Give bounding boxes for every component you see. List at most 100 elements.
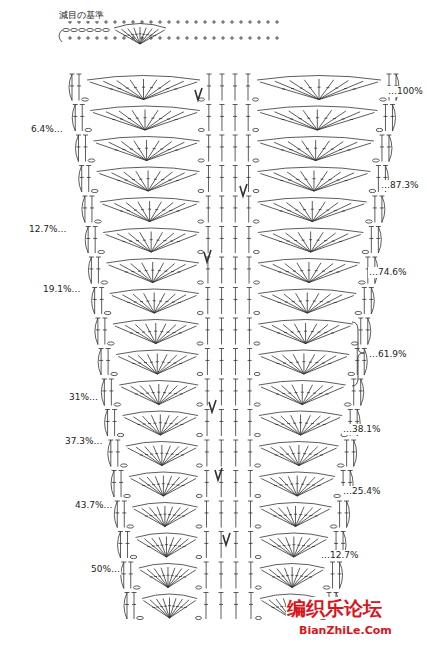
fan-spoke (157, 354, 158, 375)
fan-spoke (288, 142, 316, 161)
spoke-bar (286, 454, 289, 455)
spoke-bar (300, 576, 303, 577)
watermark: 编织乐论坛 (286, 597, 383, 619)
chain-stitch (330, 525, 337, 528)
decrease-mark (240, 184, 247, 196)
chain-stitch (355, 311, 362, 314)
spoke-bar (324, 118, 327, 119)
double-crochet (130, 562, 131, 589)
fan-spoke (143, 601, 169, 619)
sc-cross (88, 36, 89, 40)
fan-spoke (157, 507, 165, 527)
stitch-bar (205, 390, 209, 391)
spoke-bar (136, 118, 139, 119)
stitch-bar (345, 451, 349, 452)
spoke-bar (299, 514, 302, 515)
fan-spoke (142, 416, 160, 435)
spoke-bar (178, 546, 181, 547)
chain-stitch (344, 403, 351, 406)
stitch-top (376, 165, 381, 166)
stitch-top (233, 440, 238, 441)
spoke-bar (316, 117, 319, 118)
fan-spoke (119, 111, 145, 130)
stitch-bar (331, 573, 335, 574)
spoke-bar (279, 485, 282, 486)
fan-spoke (151, 235, 197, 253)
stitch-bar (359, 390, 363, 391)
spoke-bar (148, 423, 151, 424)
fan-spoke (296, 508, 313, 527)
fan-spoke (147, 354, 157, 374)
spoke-bar (178, 302, 181, 303)
stitch-bar (207, 116, 211, 117)
double-crochet (72, 74, 73, 101)
stitch-top (344, 440, 349, 441)
spoke-bar (303, 453, 306, 454)
spoke-bar (141, 209, 144, 210)
spoke-bar (160, 606, 163, 607)
turn-chain (389, 135, 392, 162)
spoke-bar (272, 607, 275, 608)
stitch-top (233, 287, 238, 288)
spoke-bar (301, 484, 304, 485)
fan-spoke (140, 386, 159, 405)
double-crochet (101, 288, 102, 315)
fan-spoke (170, 600, 190, 618)
spoke-bar (317, 240, 320, 241)
spoke-bar (282, 393, 285, 394)
spoke-bar (332, 241, 335, 242)
double-crochet (209, 74, 210, 101)
fan-spoke (128, 448, 162, 466)
stitch-top (233, 409, 238, 410)
sc-cross (124, 36, 125, 40)
turn-chain (121, 562, 124, 589)
double-crochet (208, 166, 209, 193)
fan-spoke (277, 569, 292, 588)
fan-spoke (154, 569, 168, 588)
spoke-bar (282, 89, 285, 90)
double-crochet (81, 166, 82, 193)
spoke-bar (287, 423, 290, 424)
double-crochet (392, 105, 393, 132)
decrease-percent: 31%… (68, 392, 99, 403)
stitch-bar (113, 421, 117, 422)
fan-spoke (261, 235, 311, 253)
fan-spoke (302, 387, 343, 405)
spoke-bar (291, 88, 294, 89)
double-crochet (208, 135, 209, 162)
spoke-bar (171, 454, 174, 455)
spoke-bar (180, 424, 183, 425)
spoke-bar (170, 423, 173, 424)
spoke-bar (280, 454, 283, 455)
stitch-top (204, 592, 209, 593)
fan-spoke (309, 264, 333, 283)
stitch-top (206, 104, 211, 105)
fan-spoke (298, 232, 311, 252)
spoke-bar (345, 180, 348, 181)
spoke-bar (158, 576, 161, 577)
stitch-bar (205, 451, 209, 452)
stitch-top (248, 470, 253, 471)
stitch-top (355, 348, 360, 349)
stitch-bar (96, 329, 100, 330)
spoke-bar (293, 423, 296, 424)
spoke-bar (319, 393, 322, 394)
chain-stitch (117, 433, 124, 436)
fan-spoke (261, 479, 297, 497)
spoke-bar (170, 241, 173, 242)
double-crochet (95, 227, 96, 254)
stitch-top (369, 226, 374, 227)
double-crochet (207, 288, 208, 315)
fan-spoke (297, 479, 333, 497)
spoke-bar (296, 483, 299, 484)
spoke-bar (132, 363, 135, 364)
double-crochet (111, 379, 112, 406)
stitch-top (379, 135, 384, 136)
fan-spoke (155, 476, 163, 496)
stitch-bar (338, 512, 342, 513)
double-crochet (339, 501, 340, 528)
fan-spoke (310, 232, 311, 253)
stitch-top (115, 440, 120, 441)
fan-spoke (261, 387, 302, 405)
